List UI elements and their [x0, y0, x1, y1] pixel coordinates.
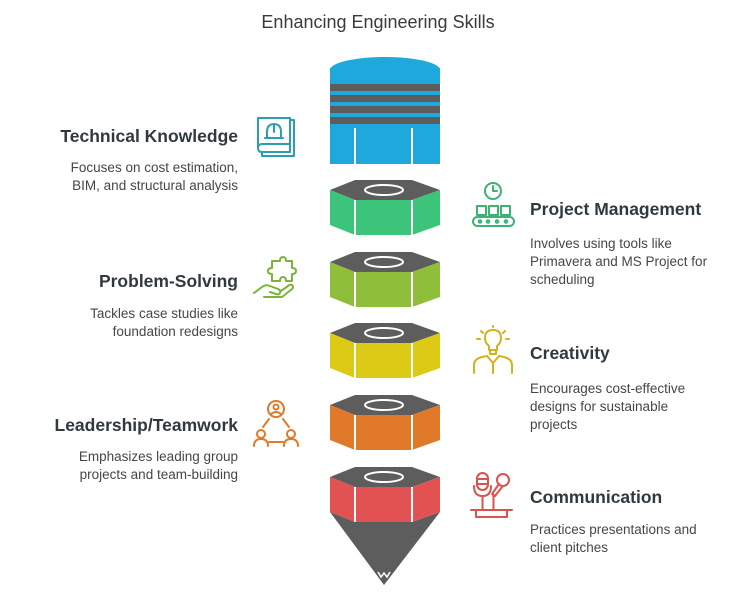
heading-project-management: Project Management	[530, 199, 702, 219]
stack-tier-problem	[330, 252, 440, 307]
cap-band-1	[330, 84, 440, 91]
tip-mark	[377, 571, 391, 579]
tier-top	[330, 252, 440, 272]
diagram-title: Enhancing Engineering Skills	[261, 12, 495, 32]
desc-project-management: Involves using tools like Primavera and …	[530, 236, 708, 287]
cap-top-ellipse	[330, 57, 440, 83]
tier-top	[330, 467, 440, 487]
microphones-icon	[470, 472, 513, 518]
puzzle-hand-icon	[253, 256, 297, 298]
desc-communication: Practices presentations and client pitch…	[530, 522, 697, 555]
tier-hole	[364, 399, 404, 411]
desc-technical-knowledge: Focuses on cost estimation, BIM, and str…	[70, 160, 238, 193]
tier-hole	[364, 471, 404, 483]
heading-creativity: Creativity	[530, 343, 610, 363]
tier-top	[330, 395, 440, 415]
lightbulb-person-icon	[473, 325, 513, 374]
stack-tier-leadership	[330, 395, 440, 450]
desc-leadership-teamwork: Emphasizes leading group projects and te…	[78, 449, 238, 482]
stack-tier-project	[330, 180, 440, 235]
stack-tip	[330, 512, 440, 585]
heading-leadership-teamwork: Leadership/Teamwork	[54, 415, 239, 435]
stack-tier-technical	[330, 57, 440, 164]
cap-band-4	[330, 117, 440, 124]
heading-problem-solving: Problem-Solving	[98, 271, 238, 291]
tier-hole	[364, 256, 404, 268]
desc-problem-solving: Tackles case studies like foundation red…	[90, 306, 238, 339]
hard-hat-book-icon	[257, 117, 295, 157]
desc-creativity: Encourages cost-effective designs for su…	[530, 381, 686, 432]
team-icon	[253, 400, 299, 447]
tier-hole	[364, 184, 404, 196]
stack-tier-creativity	[330, 323, 440, 378]
heading-technical-knowledge: Technical Knowledge	[60, 126, 238, 146]
conveyor-clock-icon	[472, 182, 515, 227]
cap-band-2	[330, 95, 440, 102]
stack-tier-communication	[330, 467, 440, 585]
tier-hole	[364, 327, 404, 339]
tier-top	[330, 323, 440, 343]
heading-communication: Communication	[530, 487, 663, 507]
cap-band-3	[330, 106, 440, 113]
tier-top	[330, 180, 440, 200]
